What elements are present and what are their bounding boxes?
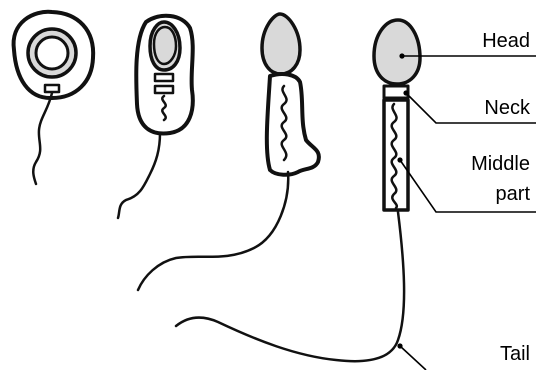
stage-1-tail	[33, 93, 52, 184]
tail-leader-line	[400, 346, 426, 370]
label-middle-line1: Middle	[471, 152, 530, 176]
stage-1-spermatid	[14, 12, 94, 184]
label-tail: Tail	[500, 342, 530, 366]
stage-2-tail	[118, 133, 160, 218]
stage-3-tail	[138, 172, 288, 290]
stage-3-head	[262, 14, 300, 74]
stage-1-centriole	[45, 85, 59, 92]
stage-4-spermatozoon	[176, 20, 420, 361]
stage-2-centriole-b	[155, 86, 173, 93]
stage-3-cytoplasm	[267, 74, 319, 175]
mature-head	[374, 20, 420, 84]
mature-tail	[176, 212, 404, 361]
label-neck: Neck	[484, 96, 530, 120]
label-middle-line2: part	[496, 182, 530, 206]
stage-2-spermatid	[118, 16, 193, 218]
stage-2-centriole-a	[155, 74, 173, 81]
label-head: Head	[482, 29, 530, 53]
stage-1-nucleus-inner	[36, 37, 68, 69]
